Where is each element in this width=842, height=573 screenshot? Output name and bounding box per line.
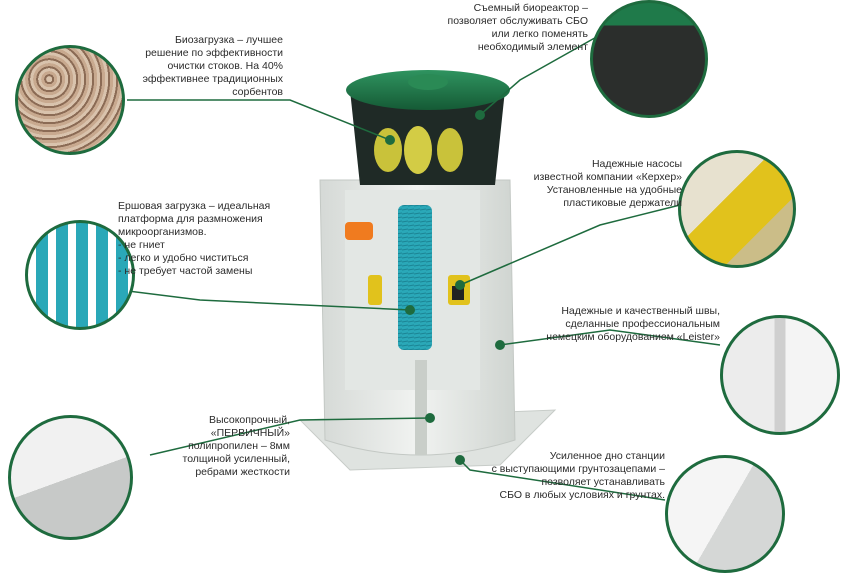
bio-bag-2 (404, 126, 432, 174)
callout-seams: Надежные и качественный швы, сделанные п… (546, 305, 720, 343)
bottom-photo (665, 455, 785, 573)
brush-photo (25, 220, 135, 330)
brush-load (398, 205, 432, 350)
bio-bag-3 (437, 128, 463, 172)
partition-wall (415, 360, 427, 455)
inlet-pipe (345, 222, 373, 240)
callout-pumps: Надежные насосы известной компании «Керх… (533, 158, 682, 209)
reactor-photo (590, 0, 708, 118)
pump-left (368, 275, 382, 305)
callout-brush: Ершовая загрузка – идеальная платформа д… (118, 200, 271, 277)
wall-photo (8, 415, 133, 540)
callout-reactor: Съемный биореактор – позволяет обслужива… (447, 2, 588, 53)
bio-bag-1 (374, 128, 402, 172)
callout-polypropylene: Высокопрочный, «ПЕРВИЧНЫЙ» полипропилен … (182, 414, 291, 478)
gravel-photo (15, 45, 125, 155)
callout-dots (385, 110, 505, 465)
callout-bottom: Усиленное дно станции с выступающими гру… (491, 450, 665, 501)
seam-photo (720, 315, 840, 435)
pump-photo (678, 150, 796, 268)
callout-bioload: Биозагрузка – лучшее решение по эффектив… (142, 34, 283, 98)
